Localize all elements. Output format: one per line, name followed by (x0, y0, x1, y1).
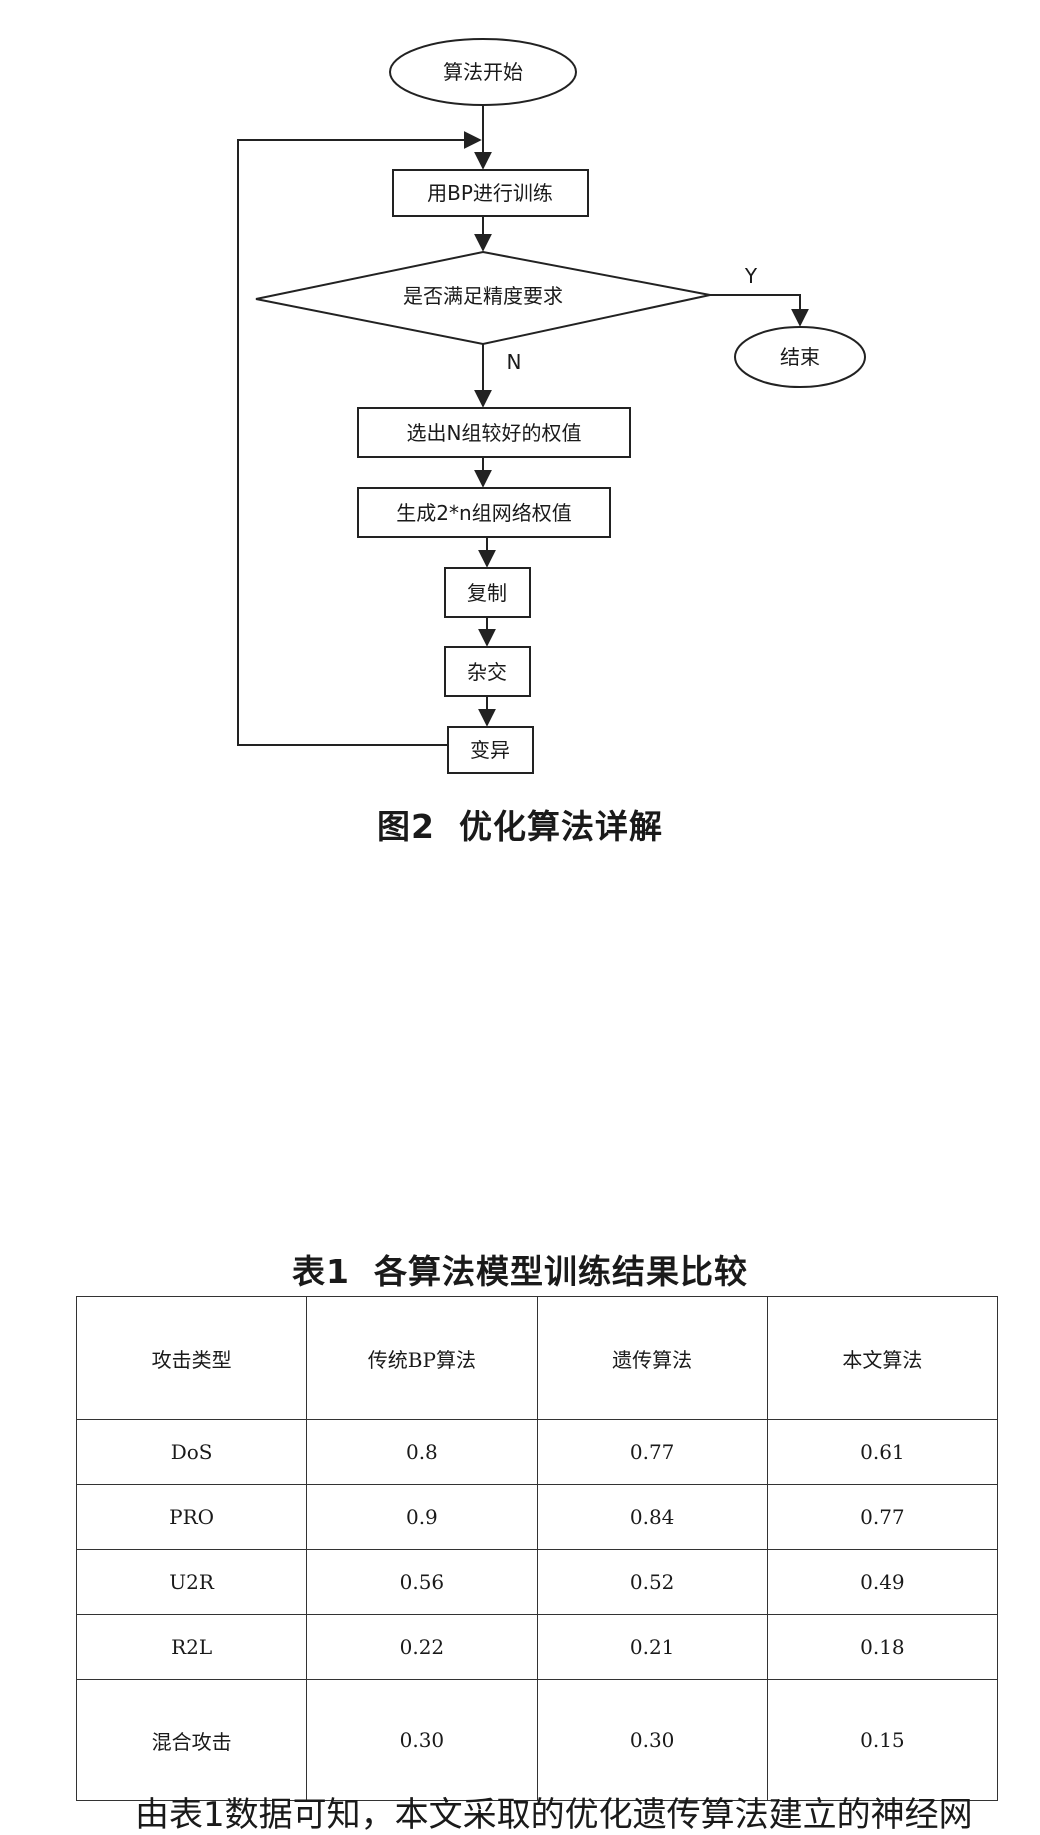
end-node: 结束 (734, 326, 866, 388)
mutation-node-label: 变异 (470, 738, 510, 762)
flowchart: 算法开始 用BP进行训练 是否满足精度要求 Y N 结束 选出N组较好的权值 生… (237, 38, 866, 774)
start-node-label: 算法开始 (443, 60, 523, 84)
figure-caption-title: 优化算法详解 (458, 807, 663, 846)
table-cell: DoS (75, 1419, 308, 1485)
generate-node: 生成2*n组网络权值 (357, 487, 611, 538)
start-node: 算法开始 (389, 38, 577, 106)
train-node-label: 用BP进行训练 (427, 181, 553, 205)
mutation-node: 变异 (447, 726, 534, 774)
header-attack-type: 攻击类型 (75, 1296, 308, 1420)
table-cell: PRO (75, 1484, 308, 1550)
edge-decision-end (710, 294, 809, 327)
table-cell: 0.52 (536, 1549, 768, 1615)
table-cell: 0.9 (306, 1484, 538, 1550)
header-proposed: 本文算法 (766, 1296, 999, 1420)
edge-mutation-train-loop (237, 131, 482, 746)
decision-node: 是否满足精度要求 (255, 250, 711, 346)
table-cell: 0.77 (766, 1484, 999, 1550)
table-cell: 0.56 (306, 1549, 538, 1615)
table-row: 混合攻击 0.30 0.30 0.15 (75, 1679, 999, 1801)
table-cell: 0.21 (536, 1614, 768, 1680)
select-node-label: 选出N组较好的权值 (407, 421, 582, 445)
table-cell: 0.30 (306, 1679, 538, 1801)
table-caption-title: 各算法模型训练结果比较 (373, 1252, 748, 1291)
table-caption: 表1 各算法模型训练结果比较 (0, 1245, 1040, 1293)
table-row: R2L 0.22 0.21 0.18 (75, 1614, 999, 1680)
table-cell: 0.18 (766, 1614, 999, 1680)
no-edge-label: N (507, 350, 522, 374)
table-cell: 0.8 (306, 1419, 538, 1485)
figure-caption-number: 图2 (377, 807, 435, 846)
end-node-label: 结束 (780, 345, 820, 369)
table-caption-number: 表1 (292, 1252, 350, 1291)
table-cell: 0.61 (766, 1419, 999, 1485)
results-table: 攻击类型 传统BP算法 遗传算法 本文算法 DoS 0.8 0.77 0.61 … (75, 1296, 999, 1801)
table-cell: 0.77 (536, 1419, 768, 1485)
table-cell: 0.84 (536, 1484, 768, 1550)
crossover-node: 杂交 (444, 646, 531, 697)
table-cell: U2R (75, 1549, 308, 1615)
table-header-row: 攻击类型 传统BP算法 遗传算法 本文算法 (75, 1296, 999, 1420)
figure-caption: 图2 优化算法详解 (0, 800, 1040, 848)
copy-node: 复制 (444, 567, 531, 618)
table-cell: 混合攻击 (75, 1679, 308, 1801)
table-cell: 0.30 (536, 1679, 768, 1801)
table-cell: 0.49 (766, 1549, 999, 1615)
header-genetic: 遗传算法 (536, 1296, 768, 1420)
table-row: DoS 0.8 0.77 0.61 (75, 1419, 999, 1485)
table-cell: 0.15 (766, 1679, 999, 1801)
decision-node-label: 是否满足精度要求 (403, 284, 563, 308)
table-row: U2R 0.56 0.52 0.49 (75, 1549, 999, 1615)
copy-node-label: 复制 (467, 581, 507, 605)
yes-edge-label: Y (744, 264, 758, 288)
generate-node-label: 生成2*n组网络权值 (396, 501, 571, 525)
header-traditional-bp: 传统BP算法 (306, 1296, 538, 1420)
table-row: PRO 0.9 0.84 0.77 (75, 1484, 999, 1550)
train-node: 用BP进行训练 (392, 169, 589, 217)
table-cell: R2L (75, 1614, 308, 1680)
body-paragraph: 由表1数据可知，本文采取的优化遗传算法建立的神经网 (135, 1795, 973, 1835)
select-node: 选出N组较好的权值 (357, 407, 631, 458)
crossover-node-label: 杂交 (467, 660, 507, 684)
table-cell: 0.22 (306, 1614, 538, 1680)
